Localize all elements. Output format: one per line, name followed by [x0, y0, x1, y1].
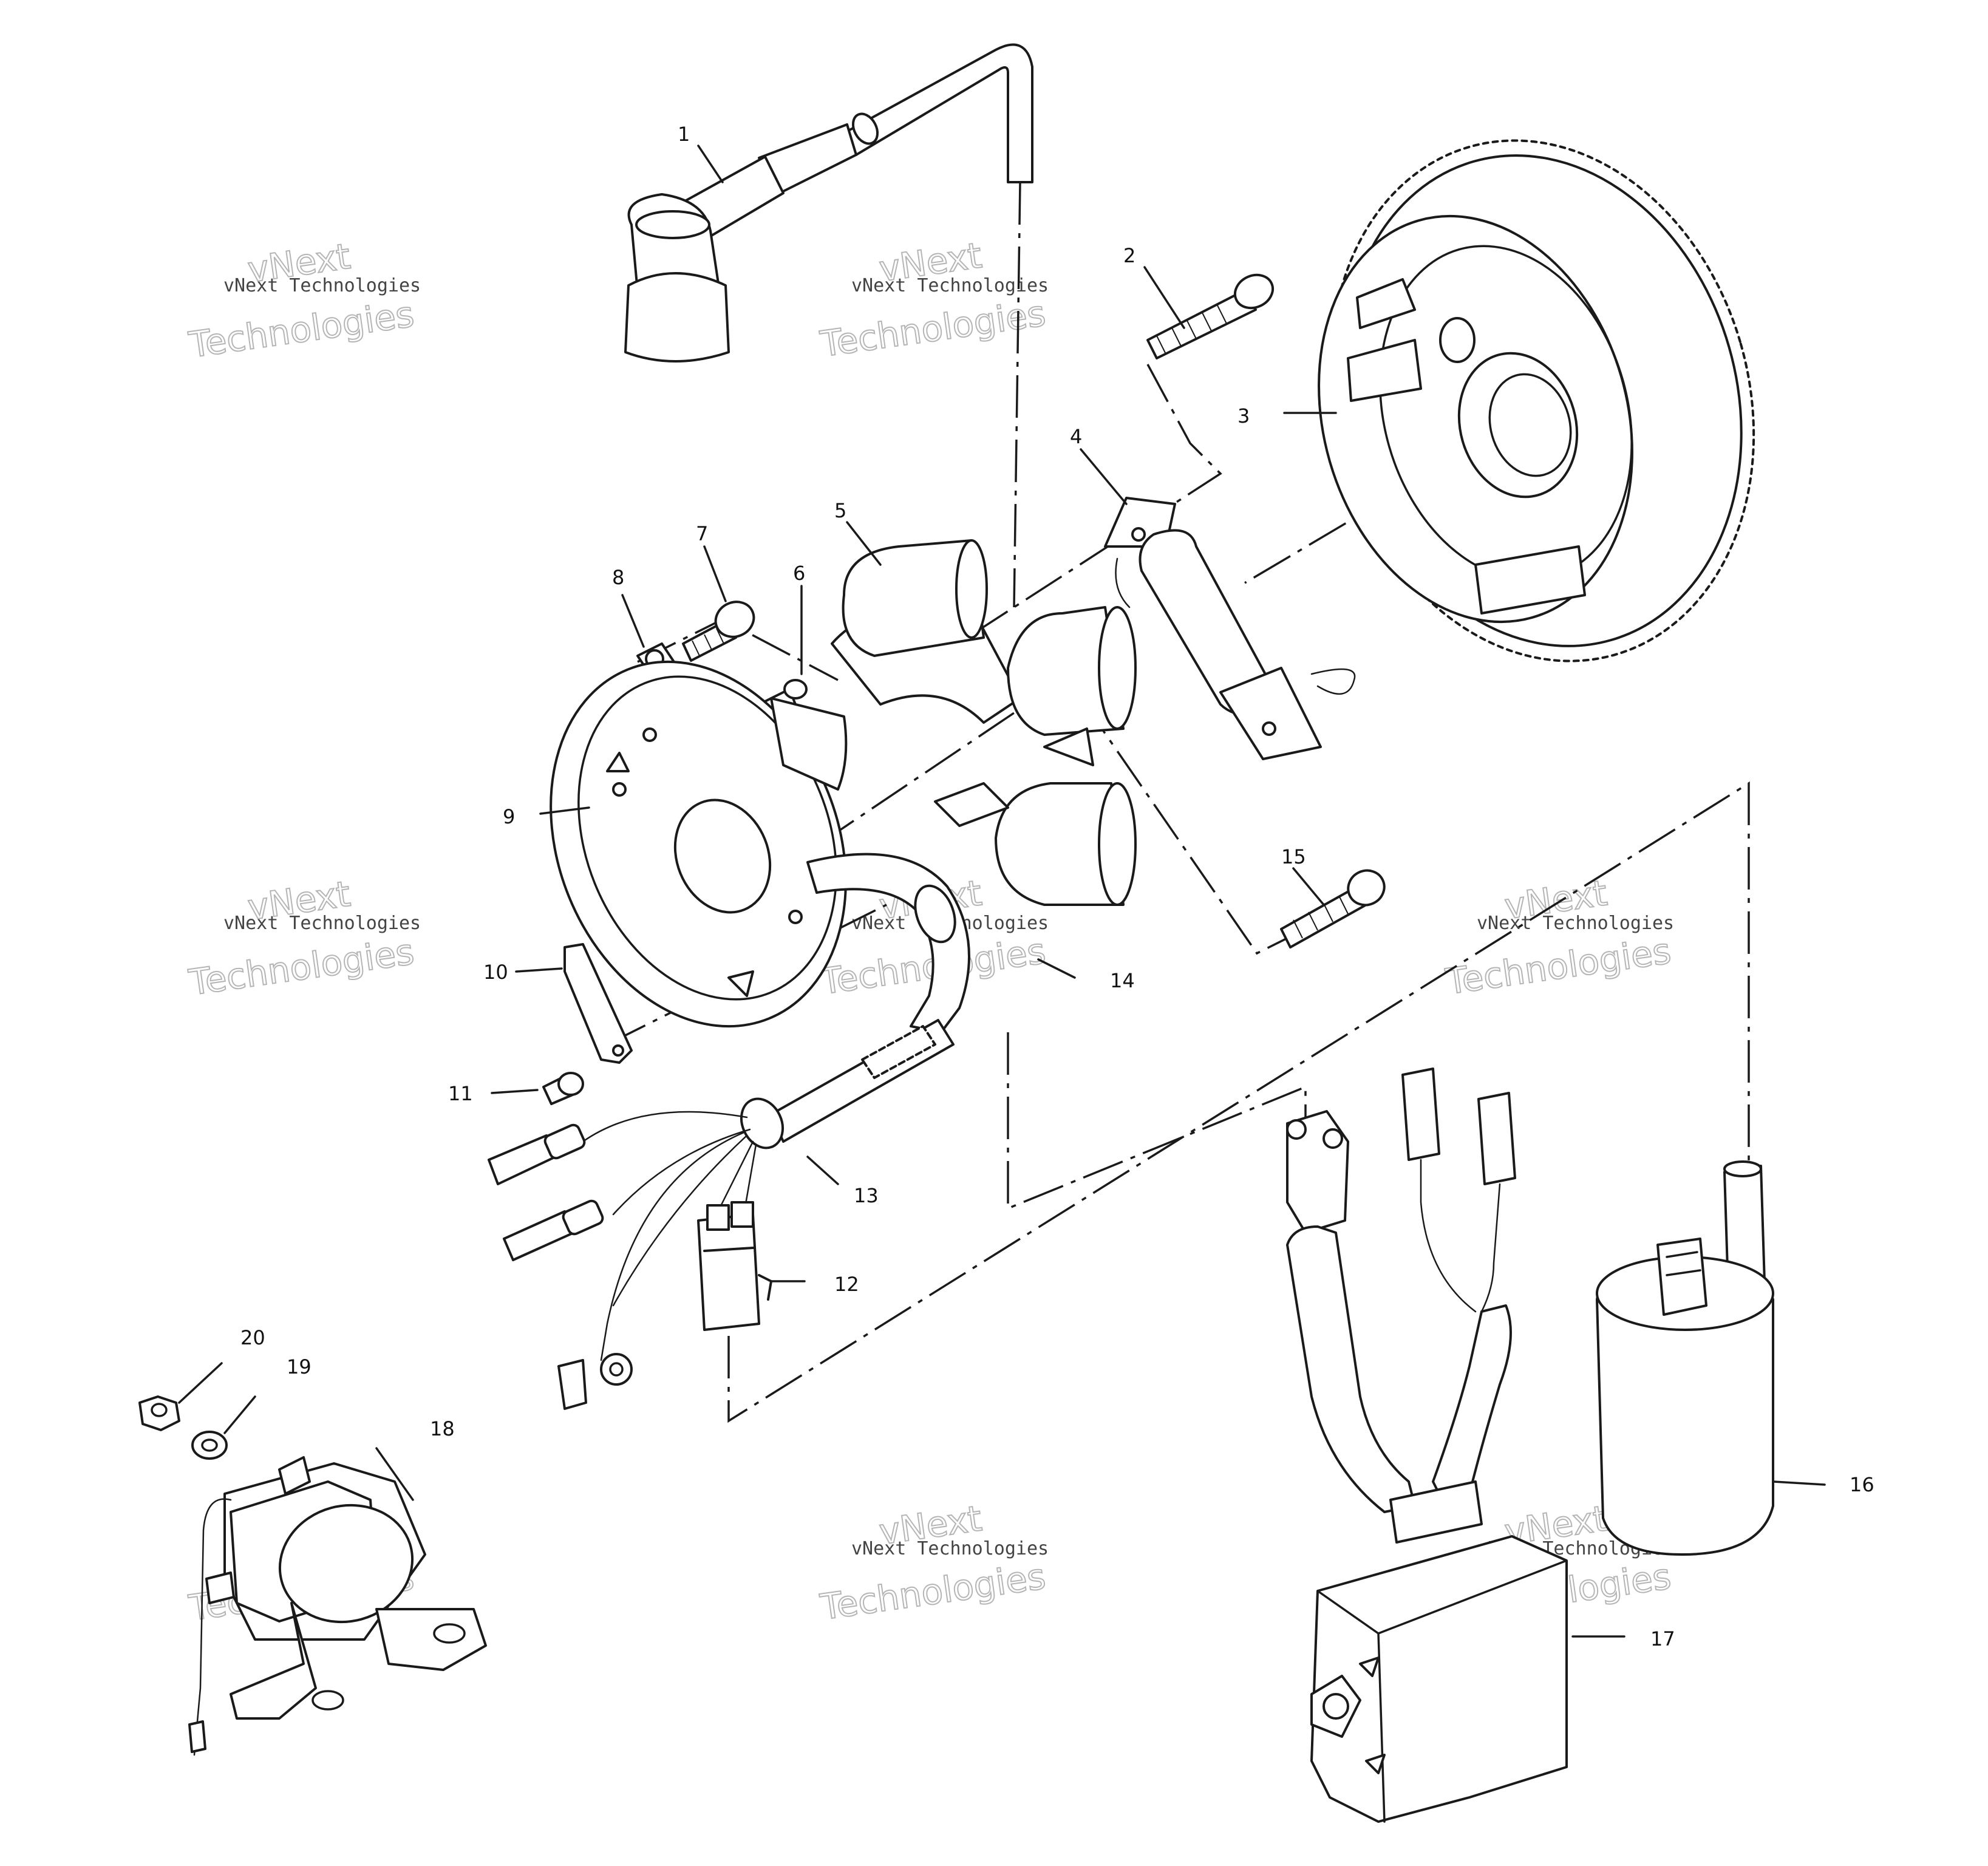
screw-11	[542, 1072, 584, 1105]
callout-3: 3	[1237, 404, 1250, 427]
callout-20: 20	[240, 1326, 265, 1349]
callout-1: 1	[678, 123, 690, 146]
watermark-text: Technologies	[818, 293, 1048, 365]
stator-coils	[831, 539, 1137, 906]
callout-11: 11	[448, 1082, 473, 1105]
ignition-coil	[1596, 1160, 1774, 1556]
flywheel	[1318, 139, 1755, 662]
exciter-coil	[1104, 497, 1356, 760]
watermark-text: vNext Technologies	[223, 275, 421, 296]
wiring-harness	[582, 853, 970, 1361]
watermark-text: vNext Technologies	[1477, 913, 1674, 934]
connector-12	[697, 1201, 772, 1331]
watermark-text: Technologies	[818, 1556, 1048, 1628]
callout-5: 5	[834, 499, 846, 522]
callout-6: 6	[793, 562, 805, 585]
leader-lines	[178, 145, 1826, 1638]
callout-19: 19	[287, 1355, 311, 1378]
callout-14: 14	[1110, 969, 1135, 992]
callout-2: 2	[1123, 244, 1135, 267]
callout-18: 18	[430, 1417, 455, 1440]
callout-4: 4	[1070, 425, 1082, 448]
cdi-box	[1286, 1068, 1568, 1823]
watermark-text: Technologies	[186, 931, 417, 1003]
screw-15	[1280, 869, 1386, 948]
callout-8: 8	[612, 566, 624, 589]
callout-labels: 1 2 3 4 5 6 7 8 9 10 11 12 13 14 15 16 1…	[240, 123, 1874, 1650]
stator-plate	[550, 660, 848, 1028]
terminal-connectors	[488, 1123, 633, 1410]
screw-7	[682, 601, 755, 662]
callout-12: 12	[834, 1273, 859, 1296]
lock-washer-19	[191, 1431, 228, 1460]
watermark-text: Technologies	[1443, 930, 1673, 1003]
callout-16: 16	[1850, 1473, 1874, 1496]
spark-plug-cap	[624, 43, 1033, 363]
callout-10: 10	[483, 961, 508, 984]
nut-20	[138, 1395, 180, 1431]
callout-17: 17	[1650, 1627, 1675, 1650]
watermark-text: vNext Technologies	[851, 275, 1049, 296]
bracket-10	[563, 943, 633, 1064]
watermark-text: Technologies	[186, 293, 417, 366]
screw-2	[1146, 273, 1275, 359]
watermark-text: vNext Technologies	[851, 1538, 1049, 1559]
callout-15: 15	[1281, 845, 1306, 868]
callout-9: 9	[503, 805, 515, 828]
watermark-text: vNext Technologies	[223, 913, 421, 934]
starter-solenoid	[188, 1456, 487, 1756]
callout-13: 13	[854, 1184, 879, 1207]
callout-7: 7	[696, 522, 708, 545]
